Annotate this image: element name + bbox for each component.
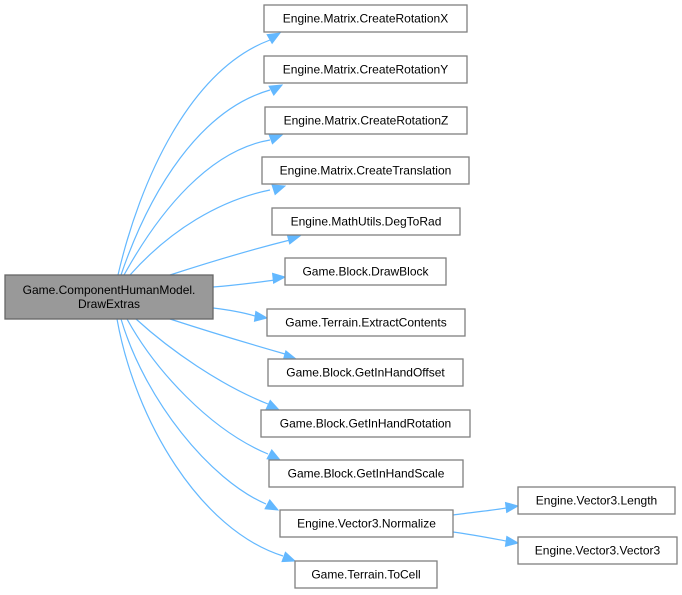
node-label: Engine.Matrix.CreateRotationX bbox=[283, 12, 448, 26]
arrowhead-icon bbox=[281, 551, 297, 563]
edge-line bbox=[212, 279, 276, 288]
node-engine-matrix-createrotationx[interactable]: Engine.Matrix.CreateRotationX bbox=[263, 4, 468, 33]
node-box[interactable] bbox=[517, 536, 678, 565]
node-box[interactable] bbox=[517, 486, 676, 515]
node-game-block-getinhandoffset[interactable]: Game.Block.GetInHandOffset bbox=[267, 358, 464, 387]
node-engine-matrix-createtranslation[interactable]: Engine.Matrix.CreateTranslation bbox=[261, 156, 470, 185]
node-label: Engine.MathUtils.DegToRad bbox=[291, 215, 442, 229]
edge-n11-n14 bbox=[452, 531, 520, 547]
node-engine-vector3-vector3[interactable]: Engine.Vector3.Vector3 bbox=[517, 536, 678, 565]
node-box[interactable] bbox=[266, 308, 466, 337]
node-label: Game.Block.GetInHandScale bbox=[288, 467, 445, 481]
edge-root-n10 bbox=[126, 318, 282, 461]
node-engine-vector3-normalize[interactable]: Engine.Vector3.Normalize bbox=[279, 509, 454, 538]
node-box[interactable] bbox=[264, 106, 468, 135]
arrowhead-icon bbox=[264, 499, 280, 511]
node-label: Engine.Vector3.Vector3 bbox=[535, 544, 661, 558]
node-label: Game.Block.GetInHandRotation bbox=[280, 417, 451, 431]
arrowhead-icon bbox=[504, 535, 520, 547]
node-label: Game.ComponentHumanModel. bbox=[23, 283, 196, 297]
edge-line bbox=[120, 318, 267, 505]
edge-line bbox=[120, 89, 271, 276]
arrowhead-icon bbox=[286, 233, 302, 245]
node-label: Engine.Matrix.CreateTranslation bbox=[280, 164, 452, 178]
arrowhead-icon bbox=[504, 501, 520, 514]
edge-line bbox=[452, 531, 507, 542]
node-label: Engine.Matrix.CreateRotationY bbox=[283, 63, 448, 77]
node-game-terrain-tocell[interactable]: Game.Terrain.ToCell bbox=[294, 560, 438, 589]
nodes-layer: Game.ComponentHumanModel.DrawExtrasEngin… bbox=[4, 4, 678, 589]
node-label: Engine.Vector3.Normalize bbox=[297, 517, 436, 531]
edge-line bbox=[452, 507, 507, 516]
node-label: Game.Block.DrawBlock bbox=[302, 265, 429, 279]
edge-line bbox=[117, 39, 271, 276]
node-label: Engine.Matrix.CreateRotationZ bbox=[284, 114, 449, 128]
edge-root-n5 bbox=[169, 233, 302, 276]
edge-line bbox=[123, 139, 271, 276]
arrowhead-icon bbox=[266, 32, 282, 45]
edge-line bbox=[212, 307, 256, 317]
node-label: Engine.Vector3.Length bbox=[536, 494, 657, 508]
node-game-block-getinhandrotation[interactable]: Game.Block.GetInHandRotation bbox=[260, 409, 471, 438]
node-box[interactable] bbox=[4, 274, 214, 320]
arrowhead-icon bbox=[253, 310, 269, 322]
arrowhead-icon bbox=[271, 184, 287, 196]
edge-n11-n13 bbox=[452, 501, 520, 516]
arrowhead-icon bbox=[266, 449, 282, 461]
node-box[interactable] bbox=[268, 459, 464, 488]
node-engine-mathutils-degtorad[interactable]: Engine.MathUtils.DegToRad bbox=[271, 207, 461, 236]
node-box[interactable] bbox=[294, 560, 438, 589]
node-box[interactable] bbox=[263, 4, 468, 33]
edge-root-n6 bbox=[212, 272, 287, 288]
edge-root-n4 bbox=[129, 184, 287, 276]
arrowhead-icon bbox=[271, 272, 287, 285]
node-game-block-drawblock[interactable]: Game.Block.DrawBlock bbox=[284, 257, 447, 286]
node-label: Game.Terrain.ExtractContents bbox=[285, 316, 446, 330]
node-box[interactable] bbox=[271, 207, 461, 236]
edge-line bbox=[116, 318, 284, 557]
edge-root-n11 bbox=[120, 318, 280, 511]
edge-root-n12 bbox=[116, 318, 297, 563]
arrowhead-icon bbox=[268, 133, 284, 145]
edge-root-n1 bbox=[117, 32, 282, 276]
root-node[interactable]: Game.ComponentHumanModel.DrawExtras bbox=[4, 274, 214, 320]
edge-line bbox=[169, 318, 286, 355]
edges-layer bbox=[116, 32, 520, 563]
node-label: Game.Block.GetInHandOffset bbox=[286, 366, 445, 380]
node-engine-matrix-createrotationz[interactable]: Engine.Matrix.CreateRotationZ bbox=[264, 106, 468, 135]
edge-root-n7 bbox=[212, 307, 269, 322]
node-box[interactable] bbox=[263, 55, 468, 84]
edge-line bbox=[169, 239, 291, 276]
node-game-block-getinhandscale[interactable]: Game.Block.GetInHandScale bbox=[268, 459, 464, 488]
edge-root-n3 bbox=[123, 133, 284, 276]
edge-line bbox=[126, 318, 269, 455]
node-box[interactable] bbox=[261, 156, 470, 185]
arrowhead-icon bbox=[268, 84, 284, 96]
node-box[interactable] bbox=[284, 257, 447, 286]
edge-line bbox=[129, 189, 271, 276]
node-engine-matrix-createrotationy[interactable]: Engine.Matrix.CreateRotationY bbox=[263, 55, 468, 84]
arrowhead-icon bbox=[265, 399, 281, 411]
node-engine-vector3-length[interactable]: Engine.Vector3.Length bbox=[517, 486, 676, 515]
node-box[interactable] bbox=[260, 409, 471, 438]
edge-line bbox=[135, 318, 269, 405]
node-box[interactable] bbox=[279, 509, 454, 538]
node-label: Game.Terrain.ToCell bbox=[311, 568, 420, 582]
node-label: DrawExtras bbox=[78, 297, 140, 311]
edge-root-n2 bbox=[120, 84, 284, 276]
node-box[interactable] bbox=[267, 358, 464, 387]
node-game-terrain-extractcontents[interactable]: Game.Terrain.ExtractContents bbox=[266, 308, 466, 337]
